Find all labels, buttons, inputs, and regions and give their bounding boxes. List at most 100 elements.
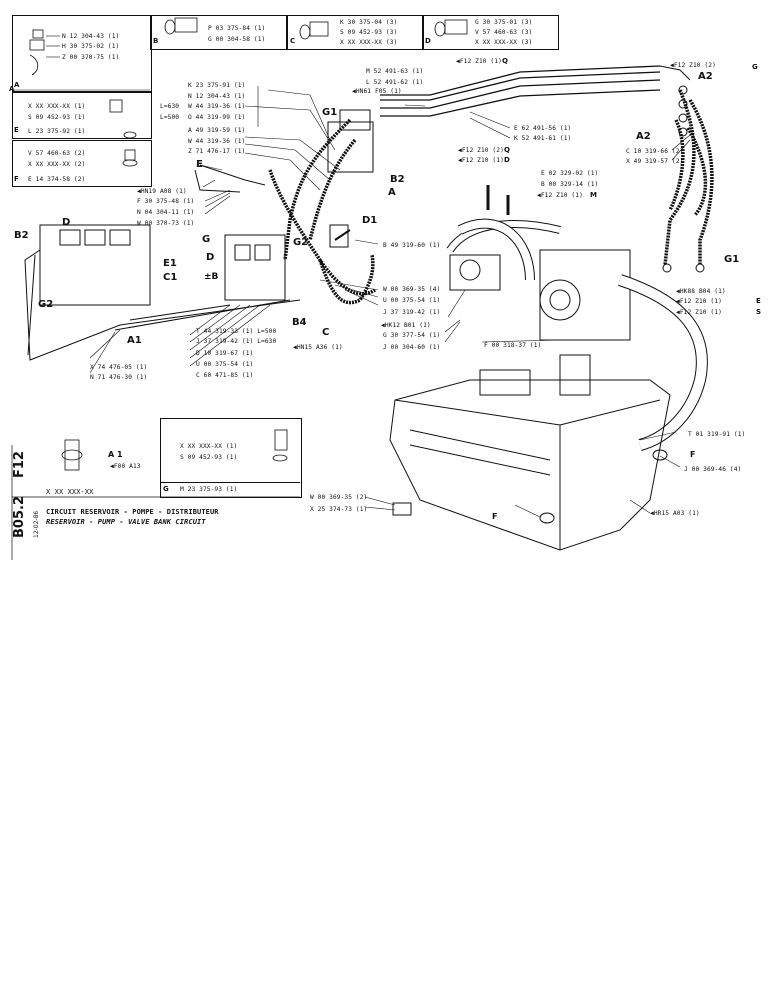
- label-b-center: ±B: [204, 272, 219, 282]
- label-g1-center: G1: [322, 107, 338, 118]
- label-f-right: F: [690, 450, 696, 459]
- tr-part-2: L 52 491-62 (1): [366, 79, 424, 86]
- left-part-3: W 00 370-73 (1): [137, 220, 195, 227]
- b49-part: B 49 319-60 (1): [383, 242, 441, 249]
- hose-part-1: W 00 369-35 (4): [383, 286, 441, 293]
- box-g-footer: [160, 482, 300, 497]
- tr-part-3: E 62 491-56 (1): [514, 125, 572, 132]
- pump-part-2: J 00 304-60 (1): [383, 344, 441, 351]
- valve-part-5: C 60 471-85 (1): [196, 372, 254, 379]
- label-g2-left: G2: [38, 299, 54, 310]
- box-b-tag: B: [153, 37, 159, 45]
- box-b-line-2: G 00 304-58 (1): [208, 36, 266, 43]
- valve-part-3: D 10 319-67 (1): [196, 350, 254, 357]
- ref-f12-q: ◀F12 Z10 (2): [458, 147, 504, 154]
- part-box-d: [422, 15, 559, 50]
- page-code: F12: [12, 451, 27, 478]
- ref-hn19: ◀HN19 A08 (1): [137, 188, 187, 195]
- tr-part-4: K 52 491-61 (1): [514, 135, 572, 142]
- part-box-a: [12, 15, 152, 92]
- label-g2-center: G2: [293, 237, 309, 248]
- part-box-f: [12, 140, 152, 187]
- box-g-tag: G: [163, 485, 169, 493]
- box-g-line-2: S 09 452-93 (1): [180, 454, 238, 461]
- part-box-c: [287, 15, 424, 50]
- valve-part-4: U 00 375-54 (1): [196, 361, 254, 368]
- top-mid-part-2: B 00 329-14 (1): [541, 181, 599, 188]
- hose-part-3: J 37 319-42 (1): [383, 309, 441, 316]
- label-g: G: [202, 234, 211, 245]
- label-q: Q: [504, 146, 510, 154]
- box-f-line-1: V 57 460-63 (2): [28, 150, 86, 157]
- title-fr: CIRCUIT RESERVOIR - POMPE - DISTRIBUTEUR: [46, 508, 219, 516]
- box-c-line-1: K 30 375-04 (3): [340, 19, 398, 26]
- label-a1: A1: [127, 335, 142, 346]
- box-c-line-3: X XX XXX-XX (3): [340, 39, 398, 46]
- box-f-footer: E 14 374-58 (2): [28, 176, 86, 183]
- ref-hk12: ◀HK12 B01 (1): [381, 322, 431, 329]
- label-a2-mid: A2: [636, 131, 651, 142]
- label-g-right: G: [752, 63, 758, 71]
- right-part-1: C 10 319-66 (2): [626, 148, 684, 155]
- hose-part-2: U 00 375-54 (1): [383, 297, 441, 304]
- ref-f12-e: ◀F12 Z10 (1): [676, 298, 722, 305]
- box-c-line-2: S 09 452-93 (3): [340, 29, 398, 36]
- pump-hose: F 00 318-37 (1): [484, 342, 542, 349]
- box-c-tag: C: [290, 37, 296, 45]
- box-f-line-2: X XX XXX-XX (2): [28, 161, 86, 168]
- label-a1-small: A 1: [108, 450, 123, 459]
- bl-part-1: X 74 476-05 (1): [90, 364, 148, 371]
- ref-hn15: ◀HN15 A36 (1): [293, 344, 343, 351]
- tr-part-1: M 52 491-63 (1): [366, 68, 424, 75]
- right-part-2: X 49 319-57 (2): [626, 158, 684, 165]
- label-q-top: Q: [502, 57, 508, 65]
- box-e-line-2: S 09 452-93 (1): [28, 114, 86, 121]
- label-e: E: [196, 159, 203, 170]
- box-g-line-1: X XX XXX-XX (1): [180, 443, 238, 450]
- ref-f12-s: ◀F12 Z10 (1): [676, 309, 722, 316]
- top-mid-part-1: E 02 329-02 (1): [541, 170, 599, 177]
- label-d-left: D: [62, 217, 71, 228]
- box-d-line-3: X XX XXX-XX (3): [475, 39, 533, 46]
- label-m: M: [590, 191, 597, 199]
- box-e-line-1: X XX XXX-XX (1): [28, 103, 86, 110]
- box-e-footer: L 23 375-92 (1): [28, 128, 86, 135]
- label-b4: B4: [292, 317, 307, 328]
- label-b2-center: B2: [390, 174, 405, 185]
- label-e-right: E: [756, 297, 761, 305]
- label-a2-top: A2: [698, 71, 713, 82]
- pump-part-1: G 30 377-54 (1): [383, 332, 441, 339]
- tank-part-j00: J 00 369-46 (4): [684, 466, 742, 473]
- box-a-line-2: H 30 375-02 (1): [62, 43, 120, 50]
- box-d-tag: D: [425, 37, 431, 45]
- center-part-3: W 44 319-36 (1): [188, 103, 246, 110]
- page-ref: X XX XXX-XX: [46, 488, 94, 496]
- length-630: L=630: [160, 103, 180, 110]
- tank-part-w00: W 00 369-35 (2): [310, 494, 368, 501]
- center-part-1: K 23 375-91 (1): [188, 82, 246, 89]
- label-d-right: D: [504, 156, 510, 164]
- center-part-4: O 44 319-99 (1): [188, 114, 246, 121]
- box-e-tag: E: [14, 126, 19, 134]
- label-a-left: A: [9, 85, 15, 93]
- box-f-tag: F: [14, 175, 19, 183]
- part-box-b: [150, 15, 287, 50]
- box-a-line-1: N 12 304-43 (1): [62, 33, 120, 40]
- label-f-bottom: F: [492, 512, 498, 521]
- ref-f12-g: ◀F12 Z10 (2): [670, 62, 716, 69]
- page-date: 12-02-86: [33, 510, 40, 538]
- ref-f12-d: ◀F12 Z10 (1): [458, 157, 504, 164]
- title-en: RESERVOIR - PUMP - VALVE BANK CIRCUIT: [46, 518, 206, 526]
- box-g-footer: M 23 375-93 (1): [180, 486, 238, 493]
- label-b2-left: B2: [14, 230, 29, 241]
- tank-part-x25: X 25 374-73 (1): [310, 506, 368, 513]
- ref-f12-q-top: ◀F12 Z10 (1): [456, 58, 502, 65]
- left-part-1: F 30 375-48 (1): [137, 198, 195, 205]
- label-d1: D1: [362, 215, 378, 226]
- length-500: L=500: [160, 114, 180, 121]
- page-sheet: B05.2: [12, 496, 27, 538]
- left-part-2: N 04 304-11 (1): [137, 209, 195, 216]
- label-g1-right: G1: [724, 254, 740, 265]
- tank-part-t01: T 01 319-91 (1): [688, 431, 746, 438]
